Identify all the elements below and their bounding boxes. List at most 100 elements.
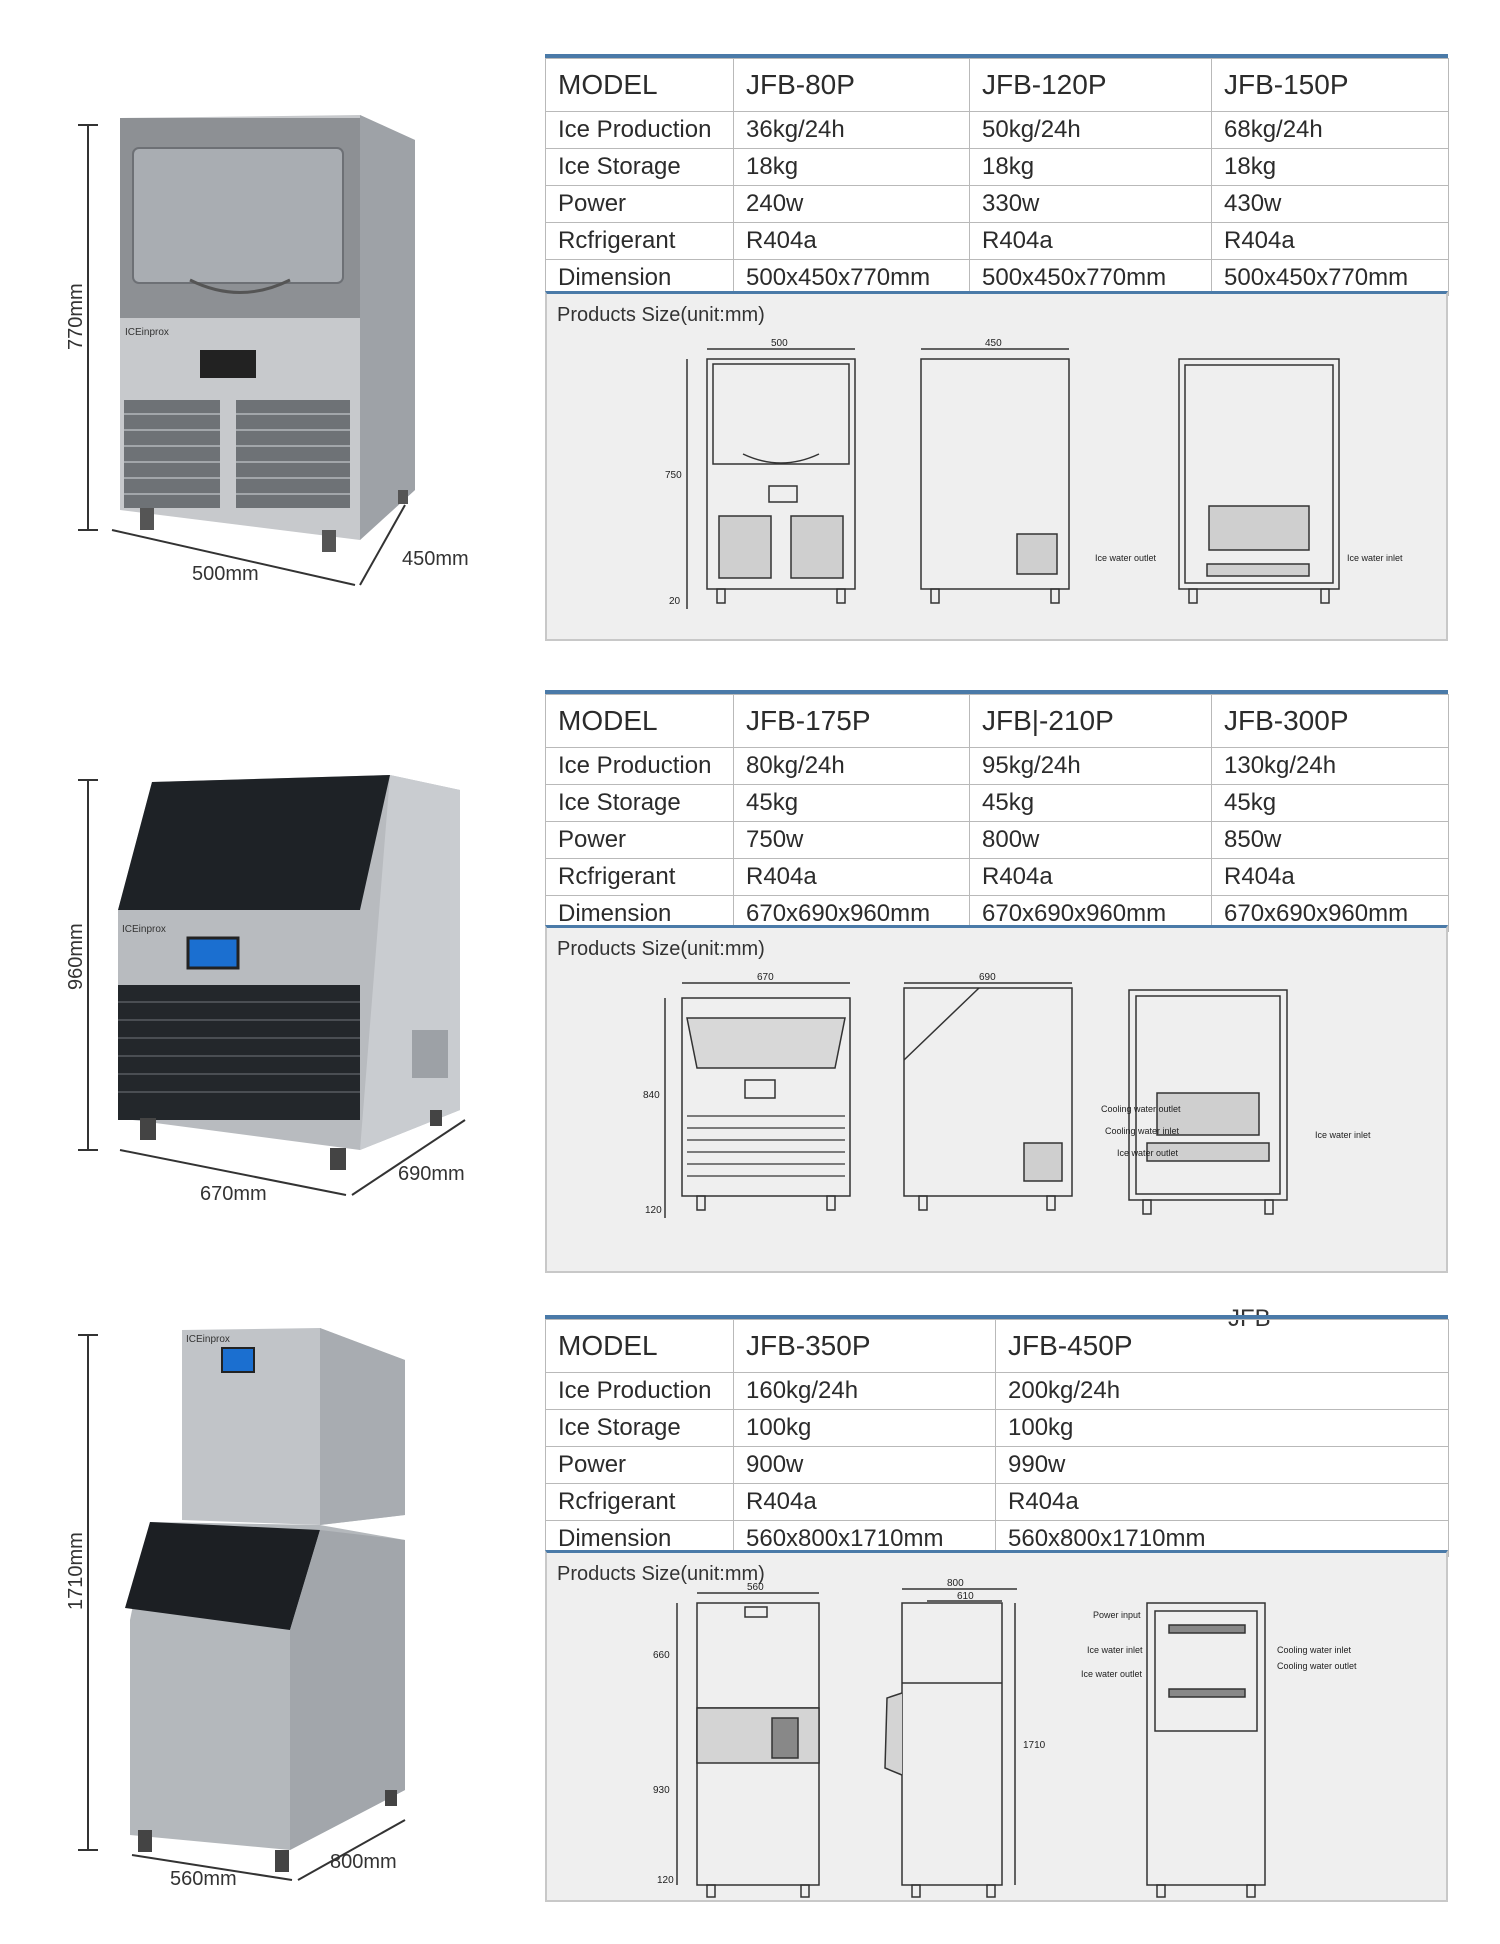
cell-power: 900w (733, 1446, 996, 1484)
technical-drawing-2: 670 690 840 120 Cooling water outlet Coo… (643, 972, 1371, 1218)
row-label-model: MODEL (545, 58, 734, 112)
height-label: 840 (643, 1090, 660, 1101)
cell-ice-storage: 18kg (733, 148, 970, 186)
cell-refrigerant: R404a (969, 222, 1212, 260)
ice-water-inlet-label: Ice water inlet (1347, 553, 1403, 563)
cell-ice-production: 68kg/24h (1211, 111, 1449, 149)
depth-dim-label: 690mm (398, 1163, 465, 1185)
brand-logo: ICEinprox (125, 327, 169, 338)
spec-table-1: MODEL JFB-80P JFB-120P JFB-150P Ice Prod… (545, 54, 1449, 296)
row-label-power: Power (545, 821, 734, 859)
section-1: 770mm 500mm 450mm ICEinprox (0, 0, 1500, 650)
ice-water-inlet-label: Ice water inlet (1087, 1645, 1143, 1655)
table-row: Rcfrigerant R404a R404a R404a (545, 858, 1449, 896)
cell-refrigerant: R404a (995, 1483, 1449, 1521)
cell-refrigerant: R404a (733, 1483, 996, 1521)
spec-table-3: MODEL JFB-350P JFB-450P Ice Production 1… (545, 1315, 1449, 1557)
cell-refrigerant: R404a (969, 858, 1212, 896)
cell-ice-storage: 18kg (1211, 148, 1449, 186)
cell-model: JFB-80P (733, 58, 970, 112)
product-photo-2: 960mm 670mm 690mm ICEinprox (65, 775, 466, 1205)
row-label-ice-storage: Ice Storage (545, 1409, 734, 1447)
side-depth-label: 800 (947, 1578, 964, 1589)
spec-table-grid: MODEL JFB-175P JFB|-210P JFB-300P Ice Pr… (545, 694, 1449, 932)
table-row: Ice Production 36kg/24h 50kg/24h 68kg/24… (545, 111, 1449, 149)
row-label-dimension: Dimension (545, 259, 734, 296)
row-label-refrigerant: Rcfrigerant (545, 1483, 734, 1521)
cooling-water-outlet-label: Cooling water outlet (1101, 1104, 1181, 1114)
cell-ice-storage: 100kg (995, 1409, 1449, 1447)
cell-ice-production: 95kg/24h (969, 747, 1212, 785)
table-row: MODEL JFB-175P JFB|-210P JFB-300P (545, 694, 1449, 748)
cell-power: 800w (969, 821, 1212, 859)
section-2: 960mm 670mm 690mm ICEinprox MODEL JFB-17… (0, 640, 1500, 1290)
row-label-ice-production: Ice Production (545, 111, 734, 149)
side-depth-label: 690 (979, 972, 996, 983)
spec-table-grid: MODEL JFB-350P JFB-450P Ice Production 1… (545, 1319, 1449, 1557)
brand-logo: ICEinprox (122, 924, 166, 935)
width-dim-label: 670mm (200, 1183, 267, 1205)
cell-dimension: 500x450x770mm (733, 259, 970, 296)
table-row: Rcfrigerant R404a R404a R404a (545, 222, 1449, 260)
technical-drawing-1: 500 450 750 20 Ice water outlet Ice wate… (665, 338, 1403, 609)
power-input-label: Power input (1093, 1610, 1141, 1620)
table-row: Ice Production 160kg/24h 200kg/24h (545, 1372, 1449, 1410)
section-3: 1710mm 560mm 800mm ICEinprox MODEL JFB-3… (0, 1290, 1500, 1944)
front-width-label: 560 (747, 1582, 764, 1593)
height-dim-label: 960mm (65, 923, 87, 990)
cell-dimension: 500x450x770mm (969, 259, 1212, 296)
table-row: Power 750w 800w 850w (545, 821, 1449, 859)
table-row: Ice Storage 18kg 18kg 18kg (545, 148, 1449, 186)
leg-label: 120 (657, 1875, 674, 1886)
total-height-label: 1710 (1023, 1740, 1046, 1751)
brand-logo: ICEinprox (186, 1334, 230, 1345)
cell-ice-storage: 45kg (1211, 784, 1449, 822)
row-label-model: MODEL (545, 694, 734, 748)
row-label-refrigerant: Rcfrigerant (545, 858, 734, 896)
row-label-power: Power (545, 1446, 734, 1484)
cell-ice-production: 80kg/24h (733, 747, 970, 785)
product-photo-3: 1710mm 560mm 800mm ICEinprox (65, 1328, 406, 1890)
width-dim-label: 500mm (192, 563, 259, 585)
depth-dim-label: 450mm (402, 548, 469, 570)
cooling-water-inlet-label: Cooling water inlet (1105, 1126, 1180, 1136)
cell-power: 240w (733, 185, 970, 223)
cell-refrigerant: R404a (1211, 222, 1449, 260)
row-label-ice-storage: Ice Storage (545, 148, 734, 186)
cell-ice-storage: 45kg (969, 784, 1212, 822)
cell-ice-production: 36kg/24h (733, 111, 970, 149)
table-row: Dimension 500x450x770mm 500x450x770mm 50… (545, 259, 1449, 296)
top-height-label: 660 (653, 1650, 670, 1661)
spec-table-2: MODEL JFB-175P JFB|-210P JFB-300P Ice Pr… (545, 690, 1449, 932)
table-row: MODEL JFB-80P JFB-120P JFB-150P (545, 58, 1449, 112)
drawing-panel-2: Products Size(unit:mm) (545, 925, 1448, 1273)
side-inner-label: 610 (957, 1591, 974, 1602)
cell-model: JFB-300P (1211, 694, 1449, 748)
side-depth-label: 450 (985, 338, 1002, 349)
cell-ice-storage: 45kg (733, 784, 970, 822)
front-width-label: 500 (771, 338, 788, 349)
height-dim-label: 1710mm (65, 1532, 87, 1610)
cell-ice-production: 160kg/24h (733, 1372, 996, 1410)
products-size-caption: Products Size(unit:mm) (557, 1563, 765, 1585)
cell-ice-storage: 18kg (969, 148, 1212, 186)
ice-water-outlet-label: Ice water outlet (1081, 1669, 1143, 1679)
row-label-refrigerant: Rcfrigerant (545, 222, 734, 260)
table-row: Power 900w 990w (545, 1446, 1449, 1484)
cell-ice-production: 200kg/24h (995, 1372, 1449, 1410)
drawing-panel-3: Products Size(unit:mm) (545, 1550, 1448, 1902)
cell-power: 850w (1211, 821, 1449, 859)
row-label-ice-production: Ice Production (545, 747, 734, 785)
spec-table-grid: MODEL JFB-80P JFB-120P JFB-150P Ice Prod… (545, 58, 1449, 296)
cell-model: JFB-175P (733, 694, 970, 748)
row-label-power: Power (545, 185, 734, 223)
width-dim-label: 560mm (170, 1868, 237, 1890)
ice-water-inlet-label: Ice water inlet (1315, 1130, 1371, 1140)
cell-power: 430w (1211, 185, 1449, 223)
height-label: 750 (665, 470, 682, 481)
cell-ice-storage: 100kg (733, 1409, 996, 1447)
cell-model: JFB-450P (995, 1319, 1449, 1373)
cooling-water-outlet-label: Cooling water outlet (1277, 1661, 1357, 1671)
cell-refrigerant: R404a (1211, 858, 1449, 896)
technical-drawing-3: 560 800 610 660 930 120 1710 Power input… (653, 1578, 1357, 1898)
